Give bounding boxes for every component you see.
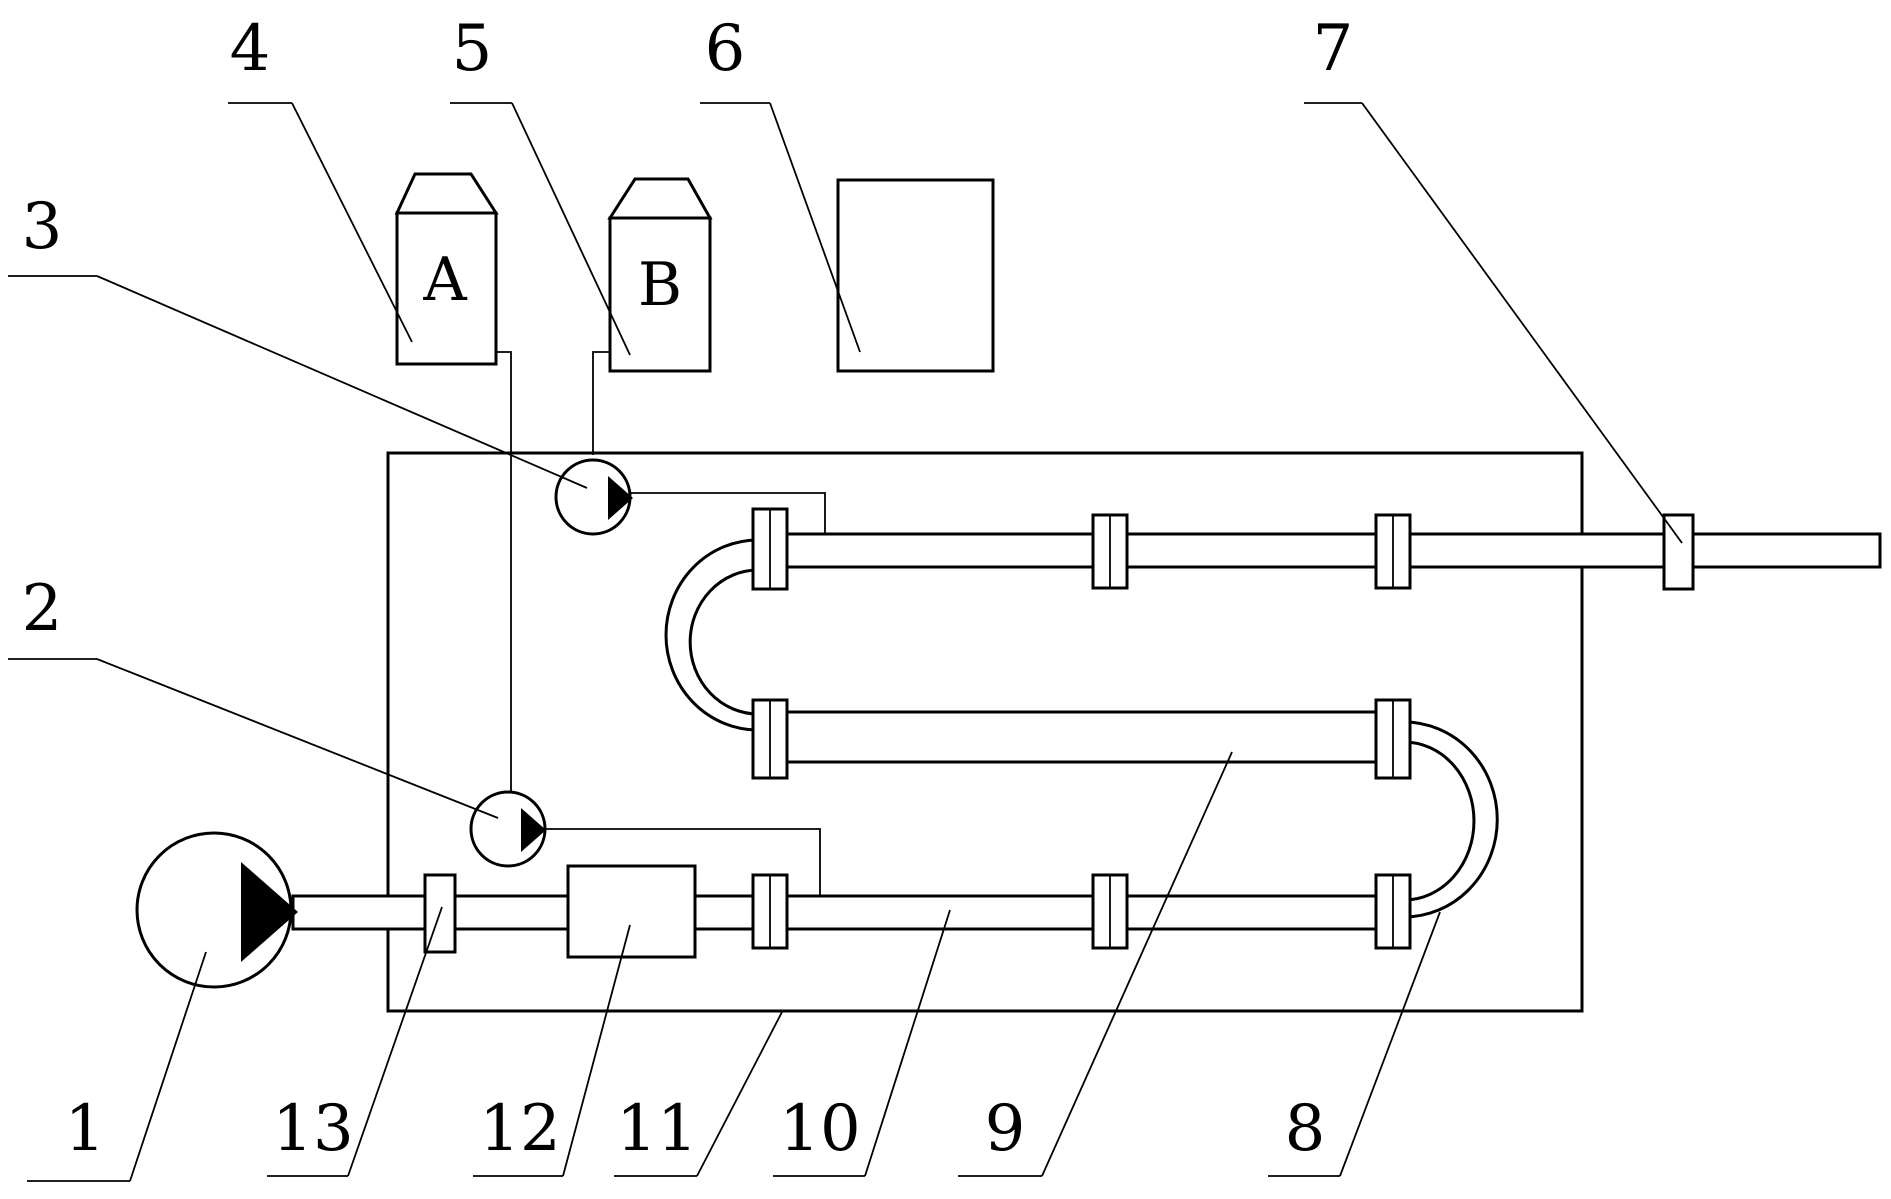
pipe-bottom xyxy=(291,894,1396,931)
enclosure-box xyxy=(386,451,1584,1013)
inline-device xyxy=(566,864,697,959)
tank-a-letter: A xyxy=(422,245,467,315)
tank-b-letter: B xyxy=(638,250,682,320)
feed-line-b xyxy=(592,351,609,455)
dosing-line-bottom xyxy=(535,828,821,895)
dosing-pump-2-triangle xyxy=(521,808,546,852)
u-bend-left-inner xyxy=(688,568,759,716)
u-bend-right xyxy=(1403,720,1499,919)
pipe-top xyxy=(755,532,1882,569)
label-11: 11 xyxy=(616,1092,697,1166)
label-5: 5 xyxy=(452,12,493,86)
control-box xyxy=(836,178,995,373)
feed-line-a xyxy=(497,351,512,803)
dosing-line-top xyxy=(620,492,826,533)
flanges xyxy=(751,507,1412,950)
number-labels: 4 5 6 7 3 2 1 13 12 11 10 9 8 xyxy=(22,12,1354,1166)
label-8: 8 xyxy=(1285,1092,1326,1166)
leader-lines xyxy=(8,102,1683,1182)
tank-b: B xyxy=(607,177,713,373)
label-9: 9 xyxy=(985,1092,1026,1166)
u-bend-left xyxy=(664,538,759,732)
label-13: 13 xyxy=(272,1092,353,1166)
label-12: 12 xyxy=(479,1092,560,1166)
main-pump-triangle xyxy=(241,862,298,962)
label-3: 3 xyxy=(22,190,63,264)
label-6: 6 xyxy=(705,12,746,86)
dosing-pump-2 xyxy=(469,790,547,868)
outlet-fitting xyxy=(1662,513,1695,591)
label-2: 2 xyxy=(22,572,63,646)
u-bend-right-inner xyxy=(1403,740,1476,902)
label-1: 1 xyxy=(65,1092,106,1166)
label-7: 7 xyxy=(1313,12,1354,86)
pipe-middle xyxy=(770,710,1394,764)
tank-a: A xyxy=(394,172,499,366)
dosing-pump-3-triangle xyxy=(608,476,633,520)
label-10: 10 xyxy=(779,1092,860,1166)
label-4: 4 xyxy=(230,12,271,86)
